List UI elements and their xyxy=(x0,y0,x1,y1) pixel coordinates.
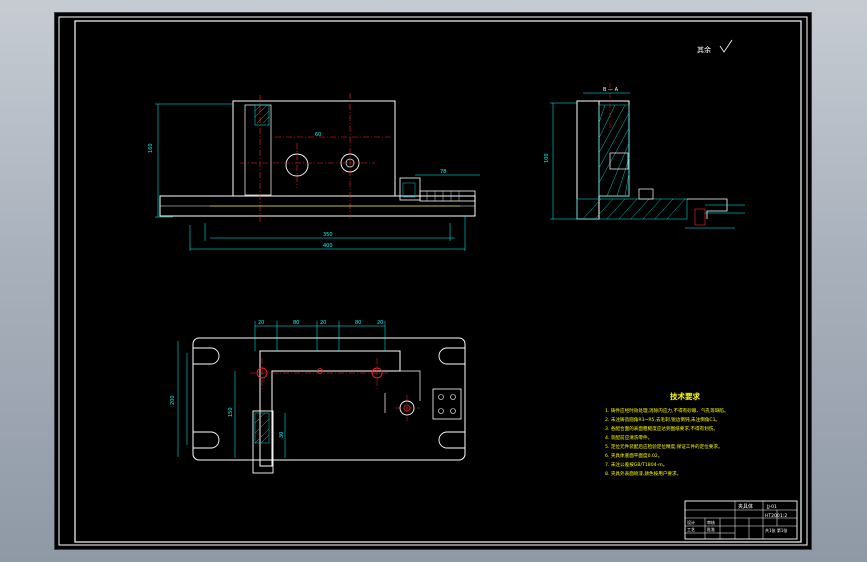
front-upright xyxy=(232,100,396,197)
roughness-label: 其余 xyxy=(697,45,711,54)
inner-frame xyxy=(74,20,802,543)
notes-line-3: 3. 各配合面的表面粗糙度应达到图纸要求,不得有划伤。 xyxy=(605,425,718,432)
notes-line-5: 5. 定位元件装配后应检验定位精度,保证工件的定位要求。 xyxy=(605,443,723,450)
top-inner-dim: 150 xyxy=(228,407,234,417)
top-dim-1: 20 xyxy=(258,320,264,326)
top-dim-5: 20 xyxy=(377,320,383,326)
notes-line-7: 7. 未注公差按GB/T1804-m。 xyxy=(605,461,667,468)
title-block-checker: 审核 xyxy=(707,519,715,525)
title-block-approve: 批准 xyxy=(707,526,715,532)
side-upright xyxy=(576,100,600,220)
notes-line-1: 1. 铸件应经时效处理,消除内应力,不得有砂眼、气孔等缺陷。 xyxy=(605,407,729,414)
notes-title: 技术要求 xyxy=(670,391,700,401)
notes-line-6: 6. 夹具体底面平面度0.02。 xyxy=(605,452,662,459)
top-hatch xyxy=(254,412,270,444)
top-left-dim: 200 xyxy=(170,395,176,405)
title-block-scale: 1:2 xyxy=(780,513,787,519)
front-hatch xyxy=(254,104,270,126)
front-mid-dim: 60 xyxy=(315,132,321,138)
title-block-designer: 设计 xyxy=(687,519,695,525)
side-height-dim: 100 xyxy=(544,153,550,163)
title-block-process: 工艺 xyxy=(687,527,695,532)
title-block-drawing-no: JJ-01 xyxy=(766,504,777,510)
side-view: B — A 100 xyxy=(544,83,745,229)
top-dim-3: 20 xyxy=(320,320,326,326)
drawing-canvas: 其余 xyxy=(58,16,808,546)
cad-drawing-viewport[interactable]: 其余 xyxy=(55,13,811,549)
title-block-material: HT200 xyxy=(765,513,780,519)
front-inner-dim: 350 xyxy=(323,232,333,238)
roughness-symbol: 其余 xyxy=(697,39,733,54)
side-hatch xyxy=(576,104,688,220)
title-block-sheet: 共1张 第1张 xyxy=(765,527,787,533)
notes-line-8: 8. 夹具外表面喷漆,颜色按用户要求。 xyxy=(605,470,681,477)
title-block-title: 夹具体 xyxy=(738,503,753,510)
front-width-dim: 400 xyxy=(323,243,333,249)
front-right-dim: 78 xyxy=(440,169,446,175)
top-base-plate xyxy=(192,337,466,461)
front-view: 160 400 350 60 78 xyxy=(148,93,480,251)
section-label: B — A xyxy=(603,87,619,93)
front-height-dim: 160 xyxy=(148,143,154,153)
top-view: 20 80 20 80 20 200 150 30 xyxy=(170,320,466,474)
notes-line-2: 2. 未注铸造圆角R3~R5,去毛刺,锐边倒钝,未注倒角C1。 xyxy=(605,416,720,423)
top-dim-4: 80 xyxy=(355,320,361,326)
technical-requirements: 技术要求 1. 铸件应经时效处理,消除内应力,不得有砂眼、气孔等缺陷。 2. 未… xyxy=(605,391,729,477)
top-dim-2: 80 xyxy=(293,320,299,326)
notes-line-4: 4. 装配前应清洗零件。 xyxy=(605,434,652,441)
outer-frame xyxy=(58,16,808,546)
title-block: 夹具体 JJ-01 HT200 1:2 设计 审核 工艺 批准 共1张 第1张 xyxy=(684,500,798,540)
top-small-dim: 30 xyxy=(279,432,285,438)
